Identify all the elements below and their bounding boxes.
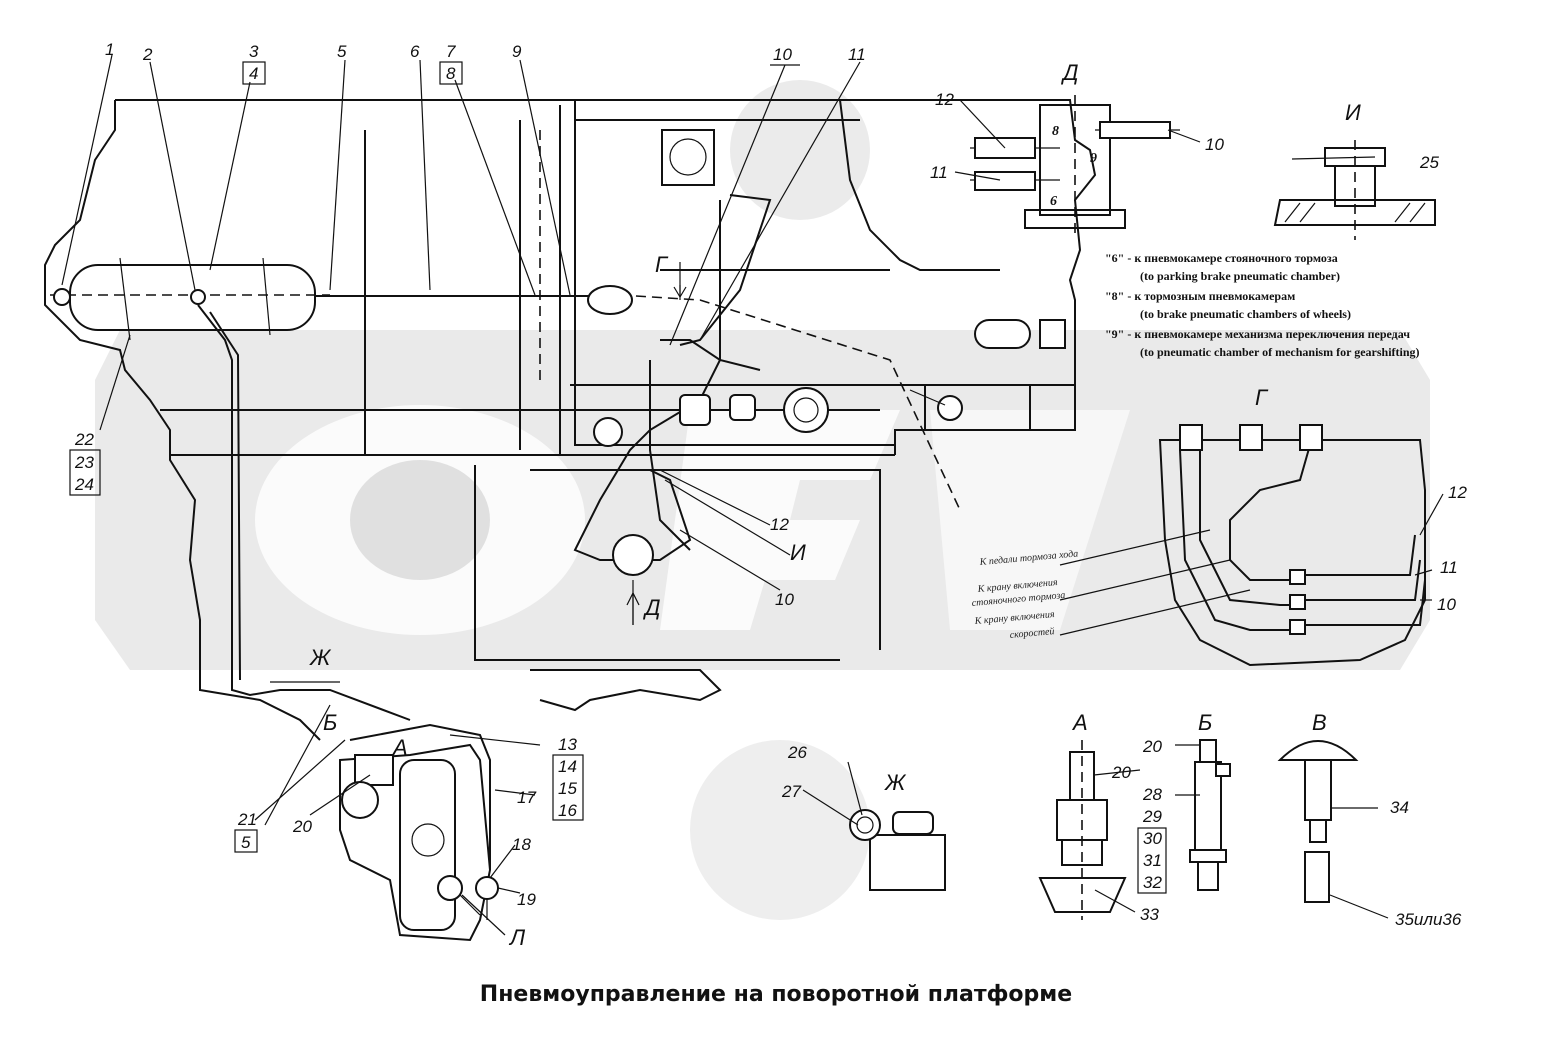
label-17: 17 [517, 788, 536, 807]
label-30: 30 [1143, 829, 1162, 848]
mark-8: 8 [1052, 124, 1059, 139]
label-16: 16 [558, 801, 577, 820]
label-14: 14 [558, 757, 577, 776]
label-1: 1 [105, 40, 114, 59]
detail-B [1189, 739, 1231, 891]
letter-I-detail: И [1345, 100, 1361, 125]
letter-G-detail: Г [1255, 385, 1269, 410]
label-35-36: 35или36 [1395, 910, 1462, 929]
detail-Zh [849, 809, 946, 891]
label-10-mid: 10 [775, 590, 794, 609]
label-3: 3 [249, 42, 259, 61]
legend-line-2-en: (to brake pneumatic chambers of wheels) [1140, 307, 1351, 321]
label-12-G: 12 [1448, 483, 1467, 502]
mark-6: 6 [1050, 194, 1057, 209]
view-letters: Г И Д Ж Б А Л Д И Г Ж А Б В [309, 60, 1361, 950]
label-11-G: 11 [1440, 558, 1458, 577]
legend: "6" - к пневмокамере стояночного тормоза… [1105, 251, 1420, 359]
label-21: 21 [237, 810, 257, 829]
legend-line-2: "8" - к тормозным пневмокамерам [1105, 289, 1295, 303]
label-20-left: 20 [292, 817, 312, 836]
label-33: 33 [1140, 905, 1159, 924]
detail-V [1277, 740, 1359, 903]
label-8: 8 [446, 64, 456, 83]
letter-G-main: Г [655, 252, 669, 277]
letter-A-detail: А [1071, 710, 1088, 735]
leader-lines [61, 54, 1444, 936]
label-9: 9 [512, 42, 522, 61]
detail-A [1038, 740, 1127, 920]
detail-I [1273, 140, 1436, 240]
watermark [95, 80, 1430, 920]
valve-block [339, 723, 499, 942]
note-speed-valve-2: скоростей [1009, 626, 1055, 641]
label-25: 25 [1419, 153, 1439, 172]
label-19: 19 [517, 890, 536, 909]
label-12-D: 12 [935, 90, 954, 109]
label-18: 18 [512, 835, 531, 854]
label-23: 23 [74, 453, 94, 472]
label-5-bottom: 5 [241, 833, 251, 852]
letter-A-main: А [391, 735, 408, 760]
letter-Zh-detail: Ж [884, 770, 907, 795]
legend-line-1: "6" - к пневмокамере стояночного тормоза [1105, 251, 1338, 265]
label-10-top: 10 [773, 45, 792, 64]
legend-line-3-en: (to pneumatic chamber of mechanism for g… [1140, 345, 1420, 359]
label-13: 13 [558, 735, 577, 754]
letter-V-detail: В [1312, 710, 1327, 735]
letter-I-main: И [790, 540, 806, 565]
label-29: 29 [1142, 807, 1162, 826]
letter-B-main: Б [323, 710, 337, 735]
label-15: 15 [558, 779, 577, 798]
label-11-top: 11 [848, 45, 866, 64]
letter-L-main: Л [508, 925, 526, 950]
label-31: 31 [1143, 851, 1162, 870]
label-20-A: 20 [1111, 763, 1131, 782]
mark-9: 9 [1090, 151, 1097, 166]
label-10-G: 10 [1437, 595, 1456, 614]
letter-D-main: Д [642, 595, 661, 620]
label-12-mid: 12 [770, 515, 789, 534]
detail-D-marks: 8 9 6 [1050, 124, 1097, 209]
part-numbers: 1 2 3 4 5 6 7 8 9 10 11 22 23 24 12 10 1… [74, 40, 1467, 929]
detail-D [970, 95, 1180, 235]
pneumatic-lines [197, 194, 1066, 721]
label-26: 26 [787, 743, 807, 762]
legend-line-3: "9" - к пневмокамере механизма переключе… [1105, 327, 1410, 341]
label-22: 22 [74, 430, 94, 449]
label-34: 34 [1390, 798, 1409, 817]
label-27: 27 [781, 782, 801, 801]
diagram-caption: Пневмоуправление на поворотной платформе [479, 982, 1073, 1007]
label-6: 6 [410, 42, 420, 61]
letter-B-detail: Б [1198, 710, 1212, 735]
legend-line-1-en: (to parking brake pneumatic chamber) [1140, 269, 1340, 283]
label-24: 24 [74, 475, 94, 494]
label-4: 4 [249, 64, 258, 83]
letter-Zh-main: Ж [309, 645, 332, 670]
label-2: 2 [142, 45, 153, 64]
label-28: 28 [1142, 785, 1162, 804]
label-7: 7 [446, 42, 456, 61]
label-11-D: 11 [930, 163, 948, 182]
detail-G [1059, 424, 1426, 667]
letter-D-detail: Д [1060, 60, 1079, 85]
label-5: 5 [337, 42, 347, 61]
label-32: 32 [1143, 873, 1162, 892]
air-receiver [50, 257, 330, 341]
number-boxes [69, 61, 1167, 894]
label-10-D: 10 [1205, 135, 1224, 154]
view-arrows [270, 262, 687, 683]
label-20-B: 20 [1142, 737, 1162, 756]
